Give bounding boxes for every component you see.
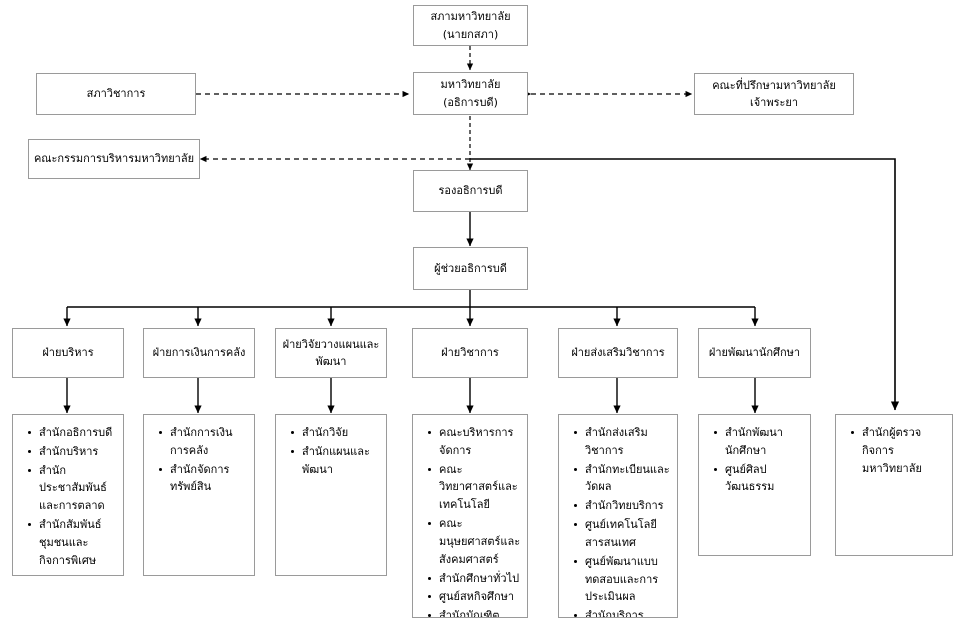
unit-list-item: ศูนย์สหกิจศึกษา (428, 588, 521, 606)
unit-list-item: คณะวิทยาศาสตร์และเทคโนโลยี (428, 461, 521, 514)
unit-list-3: สำนักวิจัยสำนักแผนและพัฒนา (282, 424, 380, 478)
node-advisory-committee[interactable]: คณะที่ปรึกษามหาวิทยาลัยเจ้าพระยา (694, 73, 854, 115)
division-header-2[interactable]: ฝ่ายการเงินการคลัง (143, 328, 255, 378)
node-university-council-line2: (นายกสภา) (442, 27, 499, 41)
unit-list-item: สำนักส่งเสริมวิชาการ (574, 424, 671, 460)
unit-list-item: สำนักอธิการบดี (28, 424, 117, 442)
unit-list-item: สำนักวิทยบริการ (574, 497, 671, 515)
division-units-5[interactable]: สำนักส่งเสริมวิชาการสำนักทะเบียนและวัดผล… (558, 414, 678, 618)
node-executive-committee[interactable]: คณะกรรมการบริหารมหาวิทยาลัย (28, 139, 200, 179)
unit-list-item: สำนักบริหาร (28, 443, 117, 461)
unit-list-item: สำนักประชาสัมพันธ์และการตลาด (28, 462, 117, 515)
unit-list-item: ศูนย์เทคโนโลยีสารสนเทศ (574, 516, 671, 552)
unit-list-item: ศูนย์ศิลปวัฒนธรรม (714, 461, 804, 497)
unit-list-item: สำนักจัดการทรัพย์สิน (159, 461, 248, 497)
division-header-6-label: ฝ่ายพัฒนานักศึกษา (708, 346, 801, 360)
unit-list-5: สำนักส่งเสริมวิชาการสำนักทะเบียนและวัดผล… (565, 424, 671, 617)
unit-list-6: สำนักพัฒนานักศึกษาศูนย์ศิลปวัฒนธรรม (705, 424, 804, 496)
division-units-2[interactable]: สำนักการเงินการคลังสำนักจัดการทรัพย์สิน (143, 414, 255, 576)
division-units-3[interactable]: สำนักวิจัยสำนักแผนและพัฒนา (275, 414, 387, 576)
division-header-4[interactable]: ฝ่ายวิชาการ (412, 328, 528, 378)
division-units-4[interactable]: คณะบริหารการจัดการคณะวิทยาศาสตร์และเทคโน… (412, 414, 528, 618)
unit-list-item: สำนักพัฒนานักศึกษา (714, 424, 804, 460)
unit-list-item: คณะมนุษยศาสตร์และสังคมศาสตร์ (428, 515, 521, 568)
unit-list-4: คณะบริหารการจัดการคณะวิทยาศาสตร์และเทคโน… (419, 424, 521, 617)
unit-list-item: สำนักสัมพันธ์ชุมชนและกิจการพิเศษ (28, 516, 117, 569)
division-header-6[interactable]: ฝ่ายพัฒนานักศึกษา (698, 328, 811, 378)
unit-list-1: สำนักอธิการบดีสำนักบริหารสำนักประชาสัมพั… (19, 424, 117, 570)
node-university[interactable]: มหาวิทยาลัย (อธิการบดี) (413, 72, 528, 115)
unit-list-item: สำนักบัณฑิตศึกษา (428, 607, 521, 617)
node-vice-president-label: รองอธิการบดี (438, 184, 503, 198)
unit-list-item: ศูนย์พัฒนาแบบทดสอบและการประเมินผล (574, 553, 671, 606)
unit-list-2: สำนักการเงินการคลังสำนักจัดการทรัพย์สิน (150, 424, 248, 496)
node-assistant-president[interactable]: ผู้ช่วยอธิการบดี (413, 247, 528, 290)
unit-list-item: สำนักทะเบียนและวัดผล (574, 461, 671, 497)
node-executive-committee-label: คณะกรรมการบริหารมหาวิทยาลัย (33, 152, 195, 166)
node-university-council[interactable]: สภามหาวิทยาลัย (นายกสภา) (413, 5, 528, 46)
unit-list-item: สำนักการเงินการคลัง (159, 424, 248, 460)
division-header-2-label: ฝ่ายการเงินการคลัง (152, 346, 246, 360)
division-header-4-label: ฝ่ายวิชาการ (441, 346, 499, 360)
node-university-line2: (อธิการบดี) (443, 95, 498, 109)
unit-list-item: คณะบริหารการจัดการ (428, 424, 521, 460)
unit-list-item: สำนักผู้ตรวจกิจการมหาวิทยาลัย (851, 424, 946, 477)
division-header-3[interactable]: ฝ่ายวิจัยวางแผนและพัฒนา (275, 328, 387, 378)
unit-list-item: สำนักแผนและพัฒนา (291, 443, 380, 479)
node-assistant-president-label: ผู้ช่วยอธิการบดี (434, 261, 507, 275)
inspector-office-box[interactable]: สำนักผู้ตรวจกิจการมหาวิทยาลัย (835, 414, 953, 556)
node-vice-president[interactable]: รองอธิการบดี (413, 170, 528, 212)
node-university-line1: มหาวิทยาลัย (440, 78, 501, 92)
unit-list-item: สำนักวิจัย (291, 424, 380, 442)
unit-list-item: สำนักบริการวิชาการ (574, 607, 671, 617)
edge-to-inspector-office (470, 158, 900, 411)
unit-list-standalone: สำนักผู้ตรวจกิจการมหาวิทยาลัย (842, 424, 946, 477)
division-units-1[interactable]: สำนักอธิการบดีสำนักบริหารสำนักประชาสัมพั… (12, 414, 124, 576)
node-advisory-committee-label: คณะที่ปรึกษามหาวิทยาลัยเจ้าพระยา (712, 78, 836, 109)
division-header-5[interactable]: ฝ่ายส่งเสริมวิชาการ (558, 328, 678, 378)
unit-list-item: สำนักศึกษาทั่วไป (428, 570, 521, 588)
division-header-5-label: ฝ่ายส่งเสริมวิชาการ (571, 346, 665, 360)
node-academic-council-label: สภาวิชาการ (86, 87, 146, 101)
division-header-3-label: ฝ่ายวิจัยวางแผนและพัฒนา (282, 337, 380, 368)
node-university-council-line1: สภามหาวิทยาลัย (430, 10, 511, 24)
division-header-1-label: ฝ่ายบริหาร (42, 346, 94, 360)
division-header-1[interactable]: ฝ่ายบริหาร (12, 328, 124, 378)
division-units-6[interactable]: สำนักพัฒนานักศึกษาศูนย์ศิลปวัฒนธรรม (698, 414, 811, 556)
node-academic-council[interactable]: สภาวิชาการ (36, 73, 196, 115)
